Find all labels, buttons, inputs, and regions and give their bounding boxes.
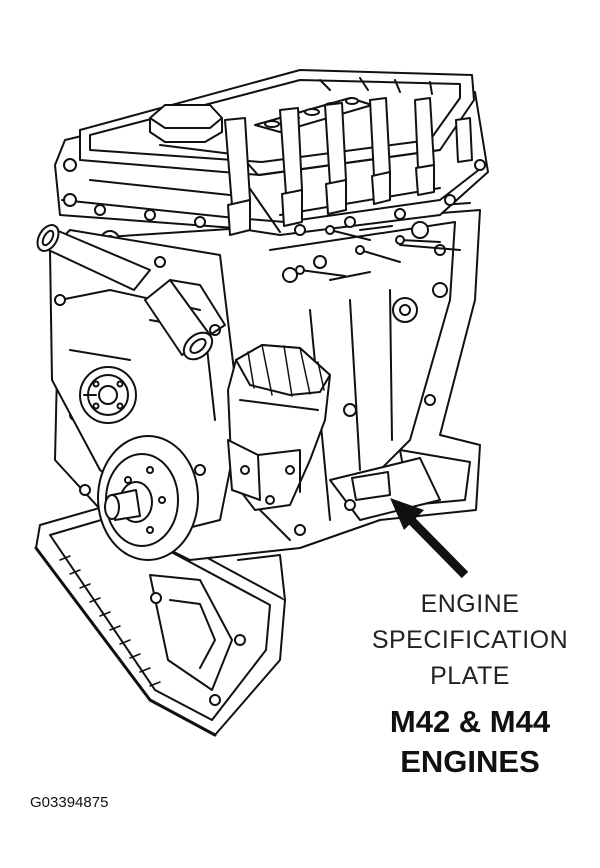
thermostat-housing	[144, 279, 226, 361]
callout-arrow	[390, 498, 469, 579]
callout-line-2: SPECIFICATION	[371, 626, 569, 654]
oil-pan	[34, 504, 286, 737]
title-line-2: ENGINES	[400, 744, 540, 779]
water-outlet-pipe	[36, 224, 151, 291]
head-bolts	[63, 158, 486, 236]
water-pump-pulley	[79, 366, 137, 424]
engine-specification-plate-label: ENGINE SPECIFICATION PLATE	[352, 586, 588, 694]
crankshaft-pulley	[97, 435, 199, 561]
callout-line-1: ENGINE	[420, 590, 520, 618]
figure-id: G03394875	[30, 794, 109, 811]
specification-plate-area	[351, 471, 391, 501]
callout-line-3: PLATE	[430, 662, 510, 690]
oil-pan-ribs	[59, 555, 161, 687]
intake-studs	[295, 225, 441, 277]
oil-filter-housing	[227, 344, 331, 511]
oil-filler-cap	[149, 104, 223, 143]
ignition-coils	[224, 97, 473, 236]
figure-title: M42 & M44 ENGINES	[352, 702, 588, 782]
title-line-1: M42 & M44	[389, 704, 551, 739]
